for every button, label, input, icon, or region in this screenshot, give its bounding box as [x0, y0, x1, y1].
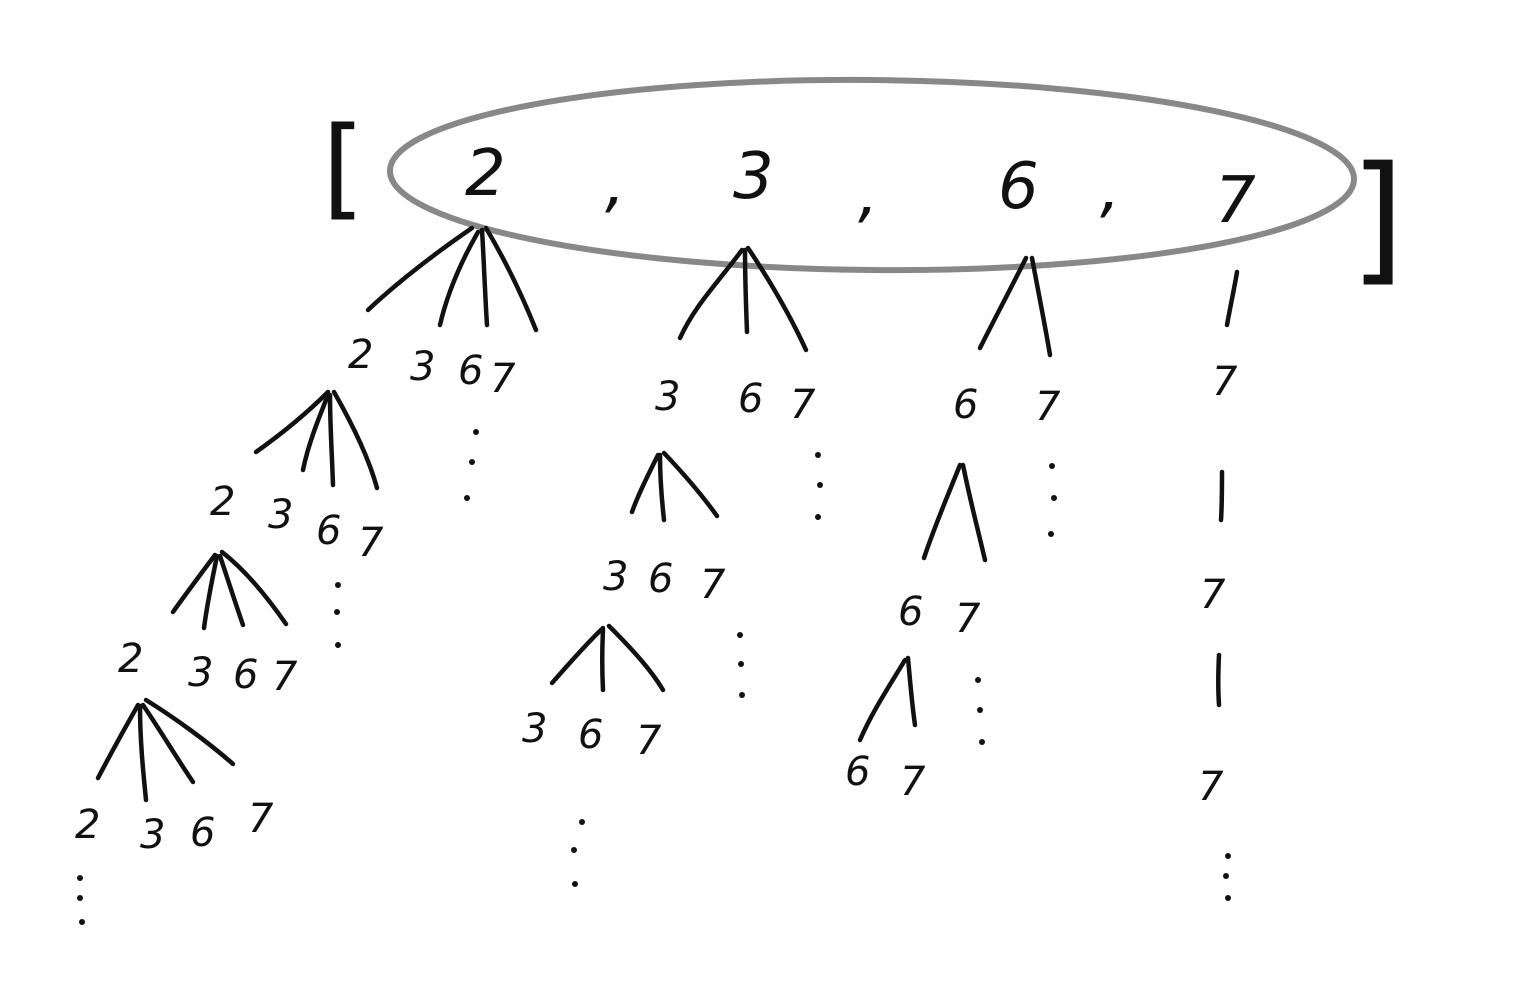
tree-node: 3 [268, 492, 293, 538]
array-separator: , [605, 147, 625, 221]
tree-edge [661, 450, 720, 519]
ellipsis-icon [464, 429, 479, 501]
tree-edge [549, 625, 606, 686]
tree-node: 6 [648, 556, 673, 602]
tree-node: 2 [118, 636, 143, 682]
tree-node: 7 [790, 382, 816, 428]
array-separator: , [1100, 152, 1120, 226]
tree-root-7: 7 7 7 [1198, 269, 1240, 901]
tree-edge [742, 247, 750, 335]
tree-edge [1216, 652, 1222, 708]
tree-edge [140, 702, 196, 785]
tree-edge [1029, 255, 1053, 358]
tree-node: 2 [75, 802, 100, 848]
tree-edge [479, 227, 490, 328]
tree-node: 3 [188, 650, 213, 696]
right-bracket: ] [1350, 137, 1405, 300]
tree-edge [606, 623, 666, 693]
tree-node: 7 [1200, 572, 1226, 618]
ellipsis-icon [571, 819, 585, 887]
tree-node: 2 [210, 479, 235, 525]
tree-edge [960, 462, 988, 563]
tree-node: 7 [636, 718, 662, 764]
array-element: 2 [465, 137, 506, 211]
tree-edge [217, 553, 246, 628]
tree-edge [905, 655, 918, 728]
tree-node: 7 [700, 562, 726, 608]
array-separator: , [858, 157, 878, 231]
tree-edge [219, 549, 289, 627]
tree-edge [657, 452, 667, 523]
tree-node: 7 [248, 796, 274, 842]
tree-edge [921, 462, 963, 561]
array-element: 6 [998, 150, 1039, 224]
tree-root-2: 2 3 6 7 2 3 6 7 2 3 6 7 [75, 225, 539, 925]
tree-edge [331, 389, 380, 491]
array-element: 3 [733, 140, 774, 214]
tree-node: 3 [522, 706, 547, 752]
tree-edge [143, 697, 236, 767]
tree-node: 6 [458, 348, 483, 394]
ellipsis-icon [1048, 463, 1057, 537]
ellipsis-icon [737, 632, 745, 698]
tree-node: 6 [233, 652, 258, 698]
array-element: 7 [1215, 164, 1256, 238]
tree-edge [745, 245, 809, 353]
tree-node: 6 [845, 749, 870, 795]
tree-node: 7 [272, 654, 298, 700]
tree-node: 7 [900, 759, 926, 805]
tree-edge [327, 392, 336, 488]
tree-node: 6 [953, 382, 978, 428]
tree-edge [300, 392, 331, 473]
tree-edge [677, 247, 745, 341]
tree-node: 7 [1212, 359, 1238, 405]
tree-edge [201, 553, 220, 631]
tree-edge [437, 229, 481, 328]
tree-node: 3 [410, 344, 435, 390]
tree-edge [95, 702, 141, 781]
tree-node: 6 [738, 376, 763, 422]
tree-node: 6 [578, 712, 603, 758]
highlight-ellipse [387, 76, 1357, 274]
tree-node: 7 [955, 596, 981, 642]
tree-node: 6 [316, 508, 341, 554]
tree-edge [1224, 269, 1240, 328]
tree-root-3: 3 6 7 3 6 7 3 6 7 [522, 245, 823, 887]
tree-root-6: 6 7 6 7 6 7 [845, 255, 1061, 805]
tree-node: 3 [655, 374, 680, 420]
tree-node: 7 [1198, 764, 1224, 810]
tree-edge [137, 703, 149, 803]
ellipsis-icon [77, 875, 85, 925]
tree-edge [857, 657, 908, 743]
tree-edge [365, 225, 475, 313]
ellipsis-icon [815, 452, 823, 520]
tree-node: 7 [1035, 384, 1061, 430]
tree-edge [253, 389, 331, 455]
tree-node: 3 [140, 812, 165, 858]
tree-edge [977, 255, 1029, 351]
ellipsis-icon [334, 582, 341, 648]
tree-edge [170, 552, 218, 615]
tree-node: 6 [190, 810, 215, 856]
tree-node: 6 [898, 589, 923, 635]
tree-edge [600, 627, 606, 693]
tree-node: 3 [603, 554, 628, 600]
left-bracket: [ [322, 103, 365, 231]
tree-edge [483, 225, 539, 333]
ellipsis-icon [975, 677, 985, 745]
tree-edge [1218, 469, 1225, 523]
tree-node: 7 [358, 520, 384, 566]
ellipsis-icon [1223, 853, 1231, 901]
tree-node: 7 [490, 356, 516, 402]
tree-edge [629, 452, 661, 515]
tree-node: 2 [348, 332, 373, 378]
